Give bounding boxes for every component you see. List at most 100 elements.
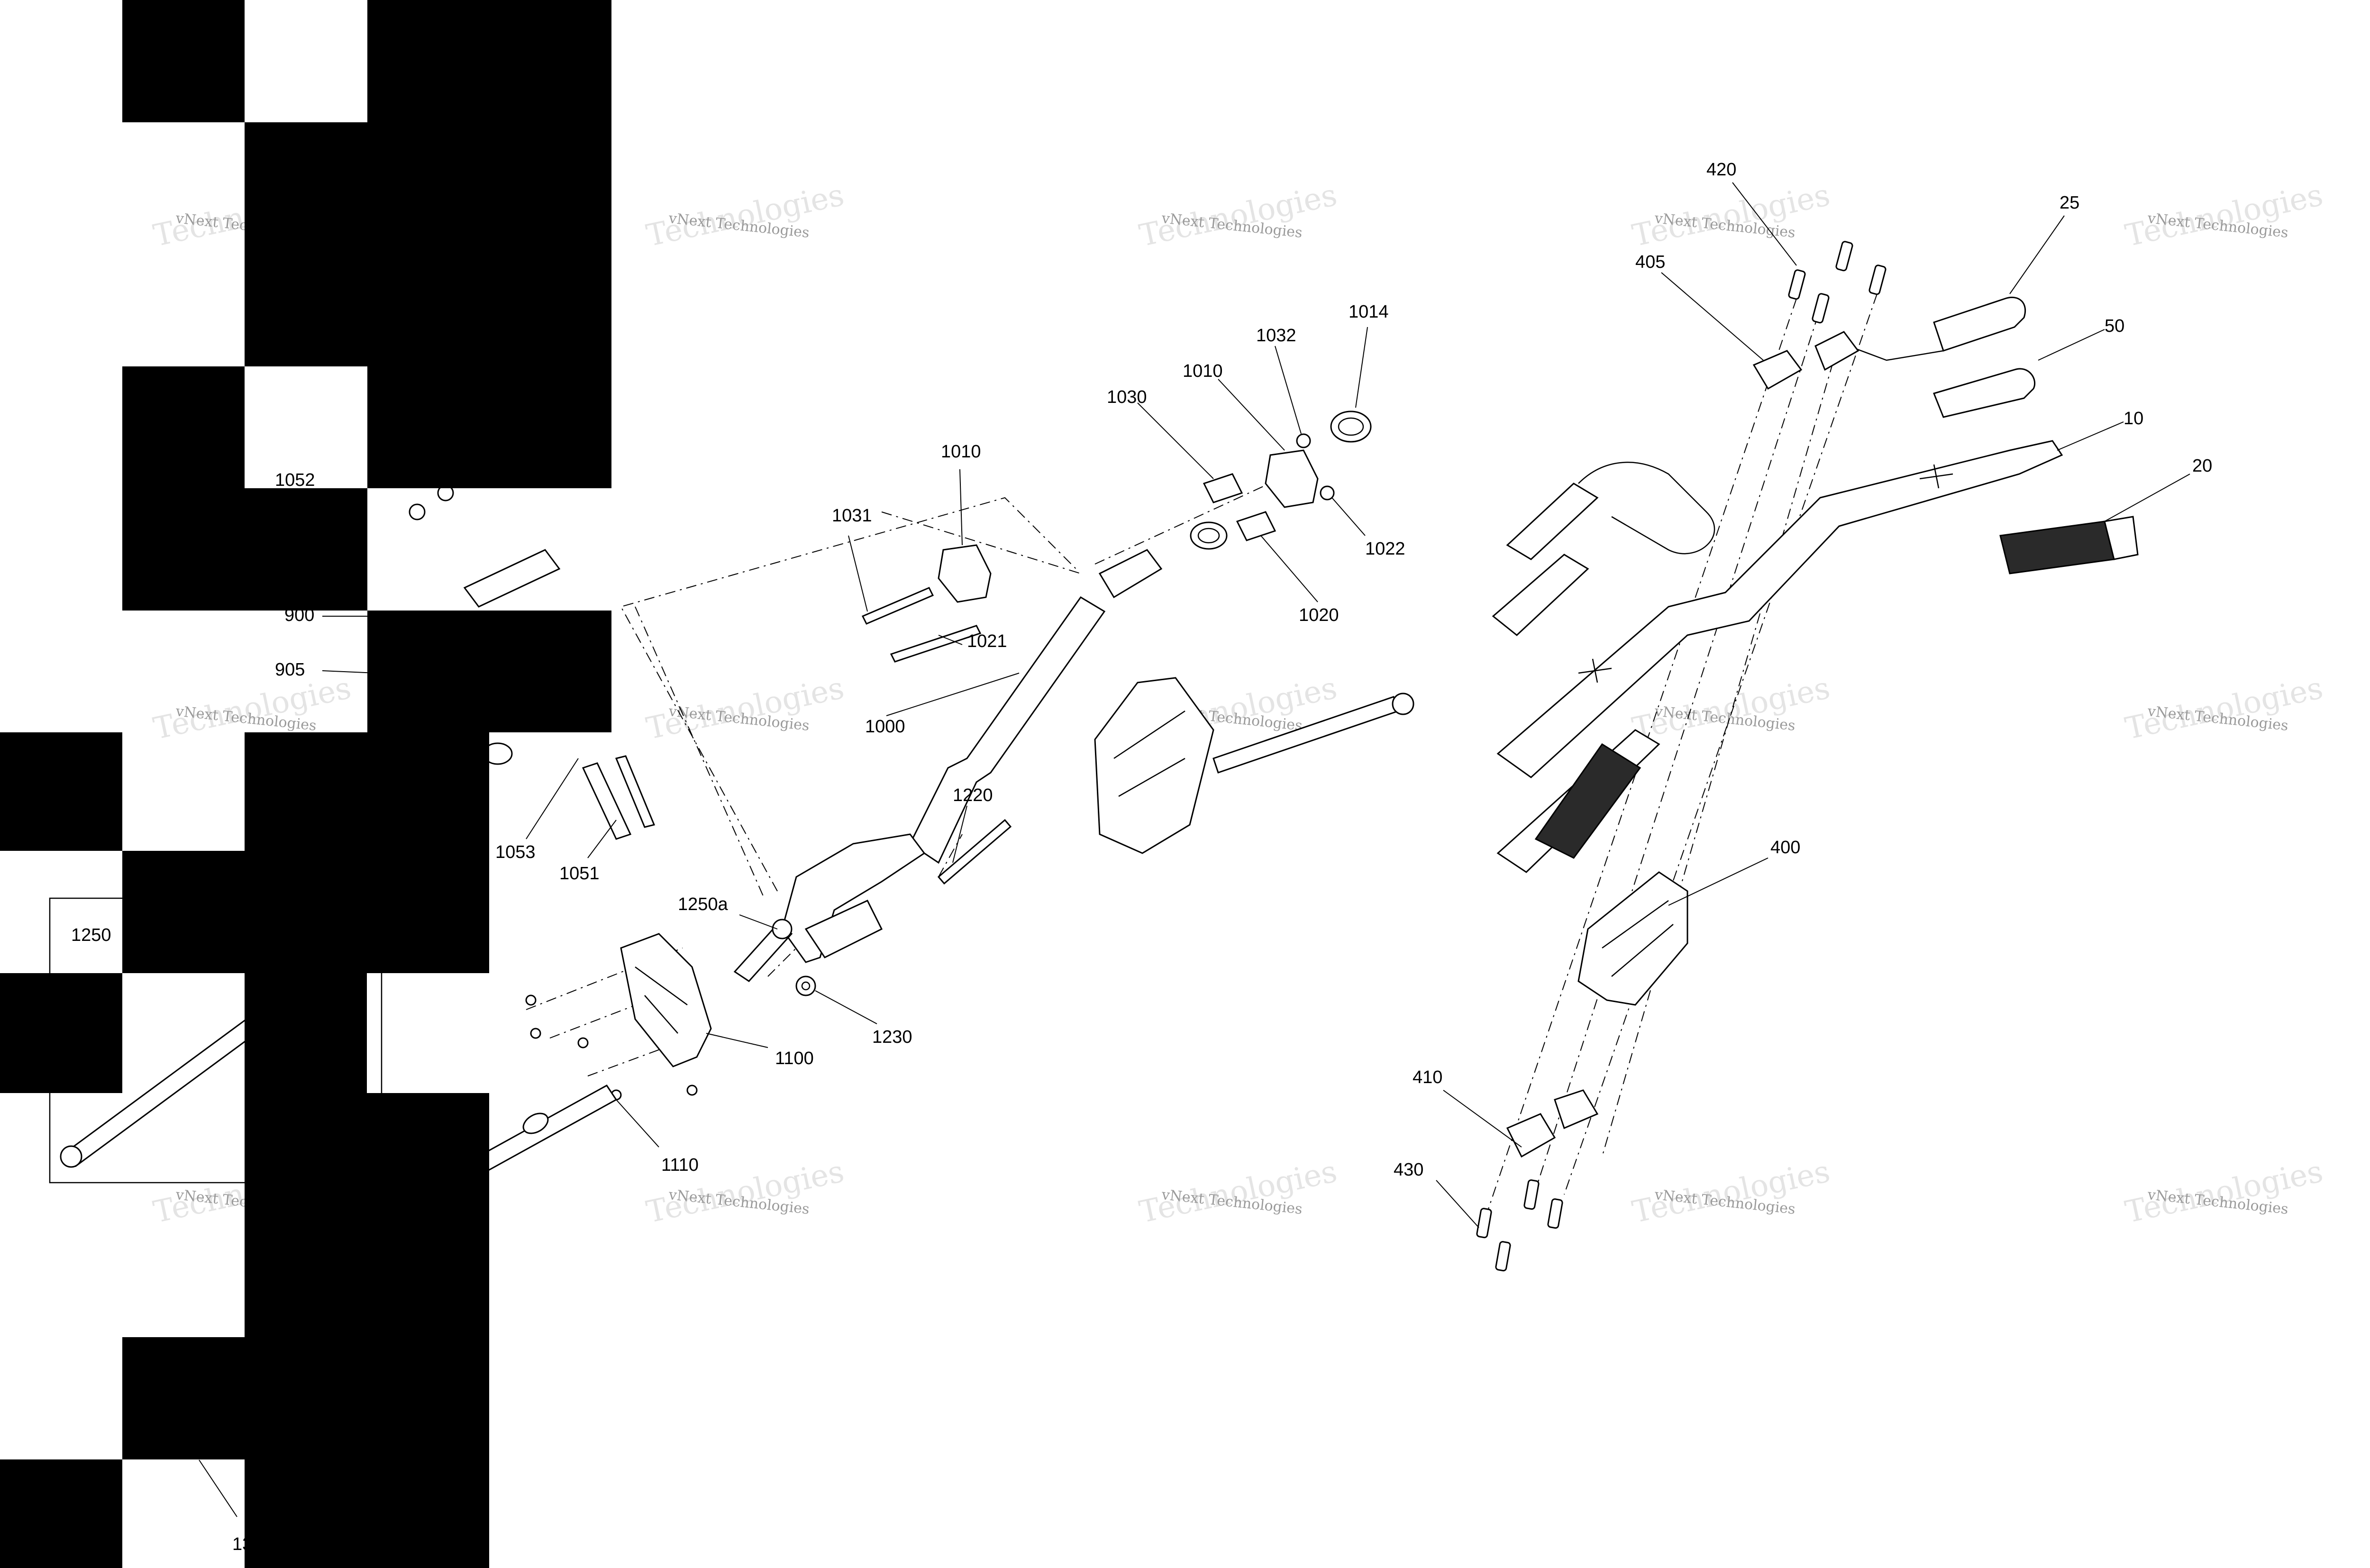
bolt-430 bbox=[1476, 1208, 1492, 1239]
callout-905: 905 bbox=[275, 660, 305, 680]
steering-column-assembly bbox=[60, 410, 1414, 1200]
screw-1110 bbox=[577, 1037, 589, 1048]
leader-1000 bbox=[886, 673, 1020, 716]
callout-1032: 1032 bbox=[1256, 326, 1296, 346]
redaction-block bbox=[122, 366, 245, 611]
bolt-430 bbox=[1523, 1179, 1540, 1210]
riser-detail bbox=[1602, 900, 1674, 977]
leader-400 bbox=[1668, 857, 1768, 906]
leader-1030 bbox=[1137, 402, 1214, 479]
screw-1110 bbox=[686, 1085, 698, 1096]
ring-1020 bbox=[1190, 521, 1228, 550]
bolt-1031 bbox=[861, 587, 934, 625]
grip-sleeve bbox=[1492, 554, 1589, 636]
assembly-line bbox=[635, 606, 764, 896]
leader-1230 bbox=[815, 990, 877, 1024]
leader-430 bbox=[1436, 1180, 1479, 1228]
heated-grip-left bbox=[1534, 743, 1641, 859]
redaction-mask bbox=[0, 0, 611, 1568]
column-lower-arm-link bbox=[804, 900, 883, 958]
ring-1014-inner bbox=[1338, 417, 1364, 436]
bolt-430 bbox=[1495, 1241, 1511, 1272]
assembly-line bbox=[881, 511, 1081, 574]
callout-1250a: 1250a bbox=[678, 894, 729, 914]
leader-420 bbox=[1732, 182, 1797, 266]
bearing-block-1010-left bbox=[938, 544, 992, 603]
washer-1230 bbox=[795, 975, 816, 996]
callout-1010b: 1010 bbox=[941, 442, 981, 462]
bolt-1053 bbox=[615, 755, 656, 828]
upper-clamp-right bbox=[1814, 331, 1860, 371]
steering-rod-eye bbox=[1392, 693, 1414, 715]
callout-25: 25 bbox=[2060, 193, 2079, 213]
leader-1020 bbox=[1260, 535, 1318, 602]
leader-1021 bbox=[938, 635, 963, 645]
cover-1100 bbox=[620, 933, 712, 1067]
grip-end-cap bbox=[2104, 516, 2139, 560]
callout-1220: 1220 bbox=[953, 785, 993, 805]
leader-1053 bbox=[526, 758, 579, 839]
callout-400: 400 bbox=[1770, 838, 1800, 857]
leader-1032 bbox=[1275, 346, 1302, 434]
leader-20 bbox=[2104, 474, 2190, 522]
bolt-430 bbox=[1547, 1198, 1563, 1229]
nut-1022 bbox=[1320, 485, 1335, 501]
callout-1051: 1051 bbox=[559, 864, 600, 884]
redaction-block bbox=[245, 122, 367, 366]
leader-13 bbox=[199, 1459, 237, 1517]
screw-1110 bbox=[525, 994, 537, 1006]
assembly-line bbox=[587, 1042, 678, 1076]
leader-1250a bbox=[739, 914, 778, 930]
callout-1031: 1031 bbox=[832, 506, 872, 526]
assembly-line bbox=[938, 834, 963, 877]
nut-1032 bbox=[1296, 433, 1311, 448]
leader-1100 bbox=[706, 1033, 768, 1048]
bolt-1220 bbox=[937, 819, 1012, 885]
assembly-line bbox=[1602, 341, 1840, 1157]
handlebar-marker bbox=[1578, 464, 1953, 683]
bolt-1021 bbox=[890, 625, 982, 663]
redaction-block bbox=[122, 851, 489, 973]
steering-column bbox=[909, 596, 1106, 864]
bearing-block-1010-right bbox=[1265, 449, 1319, 508]
callout-1110: 1110 bbox=[661, 1155, 699, 1175]
leader-1022 bbox=[1331, 497, 1366, 536]
assembly-line bbox=[1094, 478, 1280, 565]
ring-1020-inner bbox=[1197, 528, 1220, 544]
callout-1053: 1053 bbox=[495, 842, 536, 862]
bushing-1020 bbox=[1236, 511, 1276, 541]
leader-1110 bbox=[616, 1099, 659, 1148]
callout-1100: 1100 bbox=[775, 1048, 814, 1068]
redaction-block bbox=[122, 0, 245, 122]
bolt-420 bbox=[1812, 293, 1830, 324]
tie-rod-end-1250a bbox=[733, 923, 793, 982]
leader-10 bbox=[2057, 421, 2124, 451]
tie-rod-1250-eye bbox=[60, 1145, 82, 1168]
redaction-block bbox=[245, 1337, 489, 1568]
callout-1021: 1021 bbox=[967, 631, 1007, 651]
callout-1000: 1000 bbox=[865, 717, 905, 737]
lower-clamp-right bbox=[1554, 1089, 1599, 1130]
ring-1014 bbox=[1330, 410, 1372, 443]
assembly-line bbox=[1531, 293, 1825, 1204]
callout-1030: 1030 bbox=[1107, 387, 1147, 407]
bushing-1030 bbox=[1203, 473, 1243, 503]
redaction-block bbox=[245, 973, 367, 1093]
callout-1010a: 1010 bbox=[1183, 361, 1223, 381]
redaction-block bbox=[0, 732, 122, 851]
leader-lines bbox=[199, 182, 2190, 1517]
redaction-block bbox=[0, 973, 122, 1093]
tie-rod-eye bbox=[772, 919, 793, 939]
redaction-block bbox=[245, 732, 489, 855]
leader-25 bbox=[2009, 215, 2065, 294]
callout-405: 405 bbox=[1635, 252, 1665, 272]
callout-1020: 1020 bbox=[1299, 605, 1339, 625]
callout-1052: 1052 bbox=[275, 470, 315, 490]
nut-1052 bbox=[409, 503, 426, 520]
callout-1250: 1250 bbox=[71, 925, 111, 945]
grip-sleeve-upper bbox=[1506, 483, 1599, 560]
leader-1014 bbox=[1355, 327, 1368, 408]
upper-cover bbox=[1094, 677, 1214, 854]
callout-1014: 1014 bbox=[1349, 302, 1389, 322]
